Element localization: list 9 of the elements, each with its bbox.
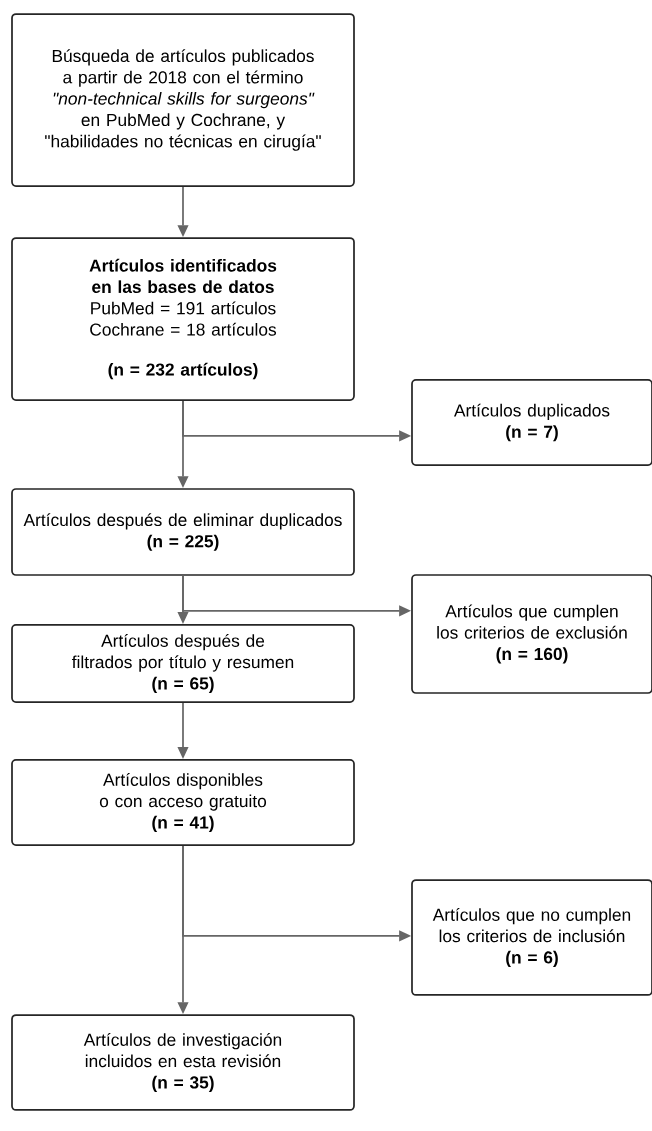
process-box: Artículos que cumplen los criterios de exclusión (n = 160) xyxy=(411,574,652,694)
process-box: Artículos disponibles o con acceso gratuito (n = 41) xyxy=(11,759,355,846)
process-box: Artículos de investigación incluidos en esta revisión (n = 35) xyxy=(11,1014,355,1111)
process-box: Artículos duplicados (n = 7) xyxy=(411,379,652,466)
process-box: Artículos después de filtrados por título y resumen (n = 65) xyxy=(11,624,355,703)
process-box: Artículos después de eliminar duplicados (n = 225) xyxy=(11,488,355,576)
process-box: Artículos identificados en las bases de datos PubMed = 191 artículos Cochrane = 18 artículos (n = 232 artículos) xyxy=(11,237,355,401)
process-box: Artículos que no cumplen los criterios de inclusión (n = 6) xyxy=(411,879,652,996)
process-box: Búsqueda de artículos publicados a partir de 2018 con el término "non-technical skills for surgeons" en PubMed y Cochrane, y "habilidades no técnicas en cirugía" xyxy=(11,13,355,187)
